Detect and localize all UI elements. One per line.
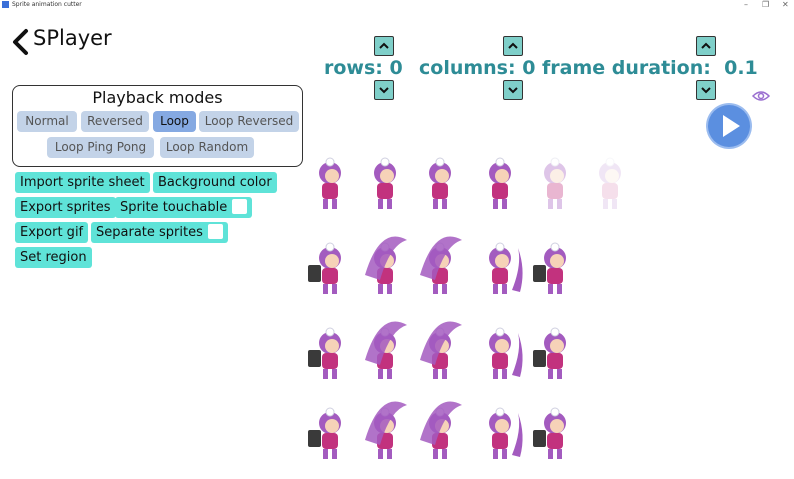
playback-modes-title: Playback modes xyxy=(92,88,223,107)
play-icon xyxy=(723,115,740,137)
mode-loop-reversed-button[interactable]: Loop Reversed xyxy=(199,111,299,132)
sprite-frame xyxy=(489,157,511,209)
chevron-up-icon xyxy=(508,42,518,49)
sprite-frame xyxy=(365,236,407,294)
separate-sprites-toggle[interactable]: Separate sprites xyxy=(91,222,228,243)
close-button[interactable]: ✕ xyxy=(782,0,789,9)
sprite-frame xyxy=(319,157,341,209)
background-color-button[interactable]: Background color xyxy=(153,172,277,193)
chevron-up-icon xyxy=(701,42,711,49)
columns-label: columns: xyxy=(419,57,516,79)
sprite-frame xyxy=(489,327,523,379)
import-sprite-sheet-button[interactable]: Import sprite sheet xyxy=(15,172,150,193)
rows-value[interactable]: 0 xyxy=(389,57,403,79)
sprite-frame xyxy=(308,327,341,379)
playback-modes-panel: Playback modes Normal Reversed Loop Loop… xyxy=(12,85,303,167)
mode-normal-button[interactable]: Normal xyxy=(17,111,77,132)
chevron-down-icon xyxy=(701,87,711,94)
sprite-frame xyxy=(308,407,341,459)
duration-value[interactable]: 0.1 xyxy=(724,57,758,79)
mode-loop-button[interactable]: Loop xyxy=(153,111,196,132)
play-button[interactable] xyxy=(708,105,750,147)
back-button[interactable] xyxy=(10,28,30,56)
columns-decrement-button[interactable] xyxy=(503,80,523,100)
duration-control: frame duration: 0.1 xyxy=(542,57,758,79)
set-region-button[interactable]: Set region xyxy=(15,247,92,268)
mode-loop-random-button[interactable]: Loop Random xyxy=(160,137,254,158)
export-gif-button[interactable]: Export gif xyxy=(15,222,89,243)
columns-value[interactable]: 0 xyxy=(522,57,536,79)
rows-decrement-button[interactable] xyxy=(374,80,394,100)
eye-icon xyxy=(751,91,771,101)
sprite-touchable-toggle[interactable]: Sprite touchable xyxy=(115,197,253,218)
app-icon xyxy=(2,1,9,8)
sprite-frame xyxy=(420,236,462,294)
sprite-frame xyxy=(533,242,566,294)
minimize-button[interactable]: – xyxy=(744,0,748,9)
window-titlebar: Sprite animation cutter – ❐ ✕ xyxy=(0,0,794,10)
sprite-frame xyxy=(599,157,621,209)
sprite-frame xyxy=(489,242,523,294)
sprite-frame xyxy=(308,242,341,294)
sprite-touchable-label: Sprite touchable xyxy=(120,200,228,215)
chevron-down-icon xyxy=(379,87,389,94)
sprite-frame xyxy=(420,401,462,459)
sprite-frame xyxy=(533,327,566,379)
sprite-frame xyxy=(365,321,407,379)
separate-sprites-label: Separate sprites xyxy=(96,225,203,240)
columns-increment-button[interactable] xyxy=(503,36,523,56)
columns-control: columns: 0 xyxy=(419,57,535,79)
sprite-frame xyxy=(374,157,396,209)
sprite-frame xyxy=(420,321,462,379)
sprite-frame xyxy=(489,407,523,459)
sprite-frame xyxy=(365,401,407,459)
sprite-frame xyxy=(429,157,451,209)
sprite-touchable-checkbox[interactable] xyxy=(232,199,248,214)
duration-decrement-button[interactable] xyxy=(696,80,716,100)
chevron-up-icon xyxy=(379,42,389,49)
mode-loop-ping-pong-button[interactable]: Loop Ping Pong xyxy=(47,137,154,158)
duration-label: frame duration: xyxy=(542,57,711,79)
export-sprites-button[interactable]: Export sprites xyxy=(15,197,116,218)
chevron-down-icon xyxy=(508,87,518,94)
chevron-left-icon xyxy=(13,29,28,55)
maximize-button[interactable]: ❐ xyxy=(762,0,770,9)
sprite-frame xyxy=(533,407,566,459)
rows-control: rows: 0 xyxy=(324,57,403,79)
separate-sprites-checkbox[interactable] xyxy=(207,224,223,239)
visibility-toggle[interactable] xyxy=(751,88,771,107)
rows-increment-button[interactable] xyxy=(374,36,394,56)
sprite-sheet-canvas[interactable] xyxy=(300,150,650,479)
mode-reversed-button[interactable]: Reversed xyxy=(81,111,149,132)
window-title: Sprite animation cutter xyxy=(12,1,82,8)
sprite-frame xyxy=(544,157,566,209)
duration-increment-button[interactable] xyxy=(696,36,716,56)
rows-label: rows: xyxy=(324,57,383,79)
app-title: SPlayer xyxy=(33,26,112,50)
